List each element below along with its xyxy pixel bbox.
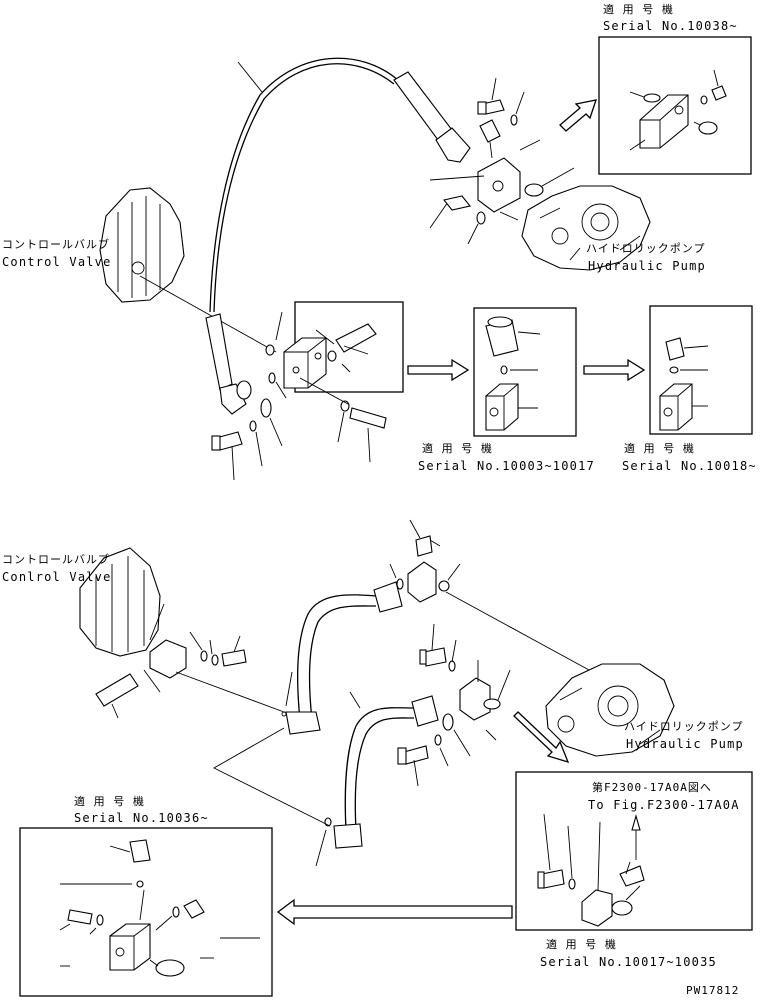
arrow-to-serial-10003: [407, 358, 470, 382]
hydraulic-pump-1: [521, 185, 651, 271]
inset-10017-parts: [537, 813, 645, 927]
flange-block-bottom-mid: [459, 677, 491, 721]
control-valve-2-label: Conlrol Valve: [2, 570, 112, 584]
hose-arc-top: [209, 57, 399, 313]
serial-bottom-right: Serial No.10017~10035: [540, 955, 717, 969]
top-flange-bolts: [477, 77, 525, 159]
solenoid-plug: [335, 323, 377, 353]
hose-bottom-lower: [344, 707, 415, 831]
leader-flange-to-hose: [175, 671, 285, 713]
serial-top-right-jp: 適 用 号 機: [603, 2, 674, 16]
hydraulic-pump-1-jp: ハイドロリックポンプ: [586, 242, 705, 255]
inset-box-serial-10038: [598, 36, 752, 175]
valve-block-1: [283, 337, 327, 389]
bolt-left-lower: [221, 649, 247, 667]
inset-10003-parts: [485, 316, 541, 431]
fig-ref-jp: 第F2300-17A0A図へ: [592, 780, 712, 794]
hose-lower-fitting: [205, 313, 233, 391]
control-valve-1-jp: コントロールバルブ: [2, 237, 110, 251]
serial-bottom-left-jp: 適 用 号 機: [74, 794, 145, 808]
hose-bottom-upper: [296, 594, 377, 721]
hydraulic-pump-1-label: Hydraulic Pump: [588, 259, 706, 273]
serial-bottom-right-jp: 適 用 号 機: [546, 937, 617, 951]
lower-top-bolts: [211, 311, 287, 481]
inset-10038-parts: [629, 69, 727, 151]
inset-box-serial-10018: [649, 305, 753, 435]
hydraulic-pump-2-jp: ハイドロリックポンプ: [624, 720, 743, 733]
arrow-to-fig-box: [513, 711, 570, 764]
serial-mid-right-jp: 適 用 号 機: [624, 441, 695, 455]
flange-block-bottom-top: [407, 561, 437, 603]
serial-mid-left: Serial No.10003~10017: [418, 459, 595, 473]
hydraulic-pump-2-label: Hydraulic Pump: [626, 737, 744, 751]
top-flange-block: [477, 157, 521, 213]
arrow-to-serial-10036: [276, 898, 513, 926]
control-valve-1-label: Control Valve: [2, 255, 112, 269]
inset-10018-parts: [659, 337, 709, 431]
arrow-to-inset-10038: [559, 99, 597, 132]
fig-ref: To Fig.F2300-17A0A: [588, 798, 740, 812]
lower-flange-block-left: [149, 639, 187, 679]
control-valve-2: [79, 547, 161, 657]
leader-to-pump-2: [445, 591, 601, 677]
hose-end-top-fitting: [393, 71, 453, 141]
serial-mid-left-jp: 適 用 号 機: [422, 441, 493, 455]
leader-hose-arc: [237, 61, 263, 93]
inset-box-serial-10036: [19, 827, 273, 997]
hydraulic-pump-2: [545, 663, 675, 757]
elbow-plug-left: [95, 673, 139, 707]
serial-bottom-left: Serial No.10036~: [74, 811, 209, 825]
bolt-right: [349, 407, 387, 429]
inset-box-serial-10003: [473, 307, 577, 437]
control-valve-1: [99, 187, 185, 303]
control-valve-2-jp: コントロールバルブ: [2, 552, 110, 566]
inset-10036-parts: [59, 839, 260, 977]
serial-mid-right: Serial No.10018~: [622, 459, 757, 473]
leader-triangle: [213, 727, 331, 827]
arrow-to-serial-10018: [583, 358, 646, 382]
leader-control-valve-1: [139, 275, 277, 353]
serial-top-right: Serial No.10038~: [603, 19, 738, 33]
drawing-number: PW17812: [686, 984, 739, 997]
inset-box-serial-10017: [515, 771, 753, 931]
